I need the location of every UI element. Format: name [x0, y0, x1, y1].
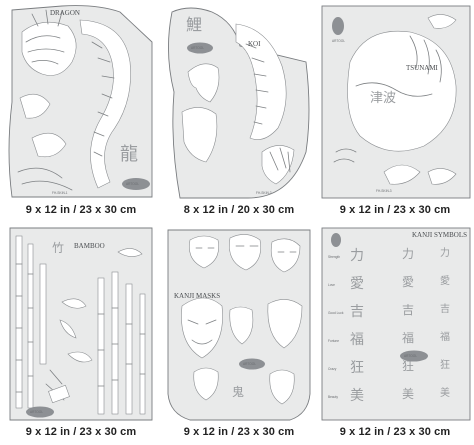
- bamboo-size-label: 9 x 12 in / 23 x 30 cm: [25, 426, 137, 438]
- kanji-word-crazy: Crazy: [328, 367, 337, 371]
- svg-text:美: 美: [350, 388, 364, 404]
- kanji-symbols-title-text: KANJI SYMBOLS: [412, 231, 467, 239]
- dragon-brand-logo: ARTOOL: [126, 182, 139, 186]
- svg-text:鬼: 鬼: [232, 384, 244, 399]
- stencil-card-tsunami: 津波 TSUNAMI ARTOOL FH-SKIN-3 9 x 12 in / …: [316, 2, 474, 223]
- svg-text:福: 福: [402, 330, 414, 345]
- svg-text:福: 福: [350, 332, 364, 348]
- svg-text:吉: 吉: [440, 303, 450, 315]
- bamboo-brand-logo: ARTOOL: [30, 410, 43, 414]
- stencil-card-kanji-symbols: KANJI SYMBOLS Strength 力 力 力 Love 愛 愛 愛 …: [316, 224, 474, 445]
- tsunami-stencil-image: 津波 TSUNAMI ARTOOL FH-SKIN-3: [321, 5, 471, 199]
- svg-text:美: 美: [402, 387, 414, 401]
- svg-text:狂: 狂: [402, 359, 414, 373]
- svg-text:福: 福: [440, 330, 450, 343]
- svg-text:津波: 津波: [370, 91, 396, 106]
- kanji-word-love: Love: [328, 283, 335, 287]
- kanji-masks-title-text: KANJI MASKS: [174, 292, 220, 300]
- svg-text:FH-SKIN-1: FH-SKIN-1: [52, 191, 68, 195]
- koi-brand-logo: ARTOOL: [191, 46, 204, 50]
- stencil-card-kanji-masks: 鬼 KANJI MASKS ARTOOL 9 x 12 in / 23 x 30…: [160, 224, 318, 445]
- stencil-card-dragon: DRAGON 龍 ARTOOL FH-SKIN-1 9 x 12 in / 23…: [2, 2, 160, 223]
- tsunami-title-text: TSUNAMI: [406, 64, 439, 72]
- svg-text:狂: 狂: [440, 359, 450, 371]
- tsunami-brand-logo: ARTOOL: [332, 39, 345, 43]
- svg-text:鯉: 鯉: [186, 15, 202, 34]
- svg-text:愛: 愛: [440, 274, 450, 287]
- svg-text:愛: 愛: [350, 276, 364, 292]
- kanji-masks-stencil-image: 鬼 KANJI MASKS ARTOOL: [167, 229, 311, 421]
- svg-text:竹: 竹: [52, 241, 64, 255]
- dragon-stencil-image: DRAGON 龍 ARTOOL FH-SKIN-1: [8, 5, 153, 198]
- svg-text:FH-SKIN-2: FH-SKIN-2: [256, 191, 272, 195]
- svg-text:力: 力: [440, 246, 450, 259]
- svg-text:吉: 吉: [350, 304, 364, 320]
- dragon-size-label: 9 x 12 in / 23 x 30 cm: [25, 204, 137, 216]
- svg-text:力: 力: [402, 247, 414, 261]
- kanji-word-beauty: Beauty: [328, 395, 338, 399]
- svg-text:吉: 吉: [402, 303, 414, 317]
- koi-title-text: KOI: [248, 40, 261, 48]
- svg-text:力: 力: [350, 248, 364, 264]
- kanji-symbols-stencil-image: KANJI SYMBOLS Strength 力 力 力 Love 愛 愛 愛 …: [321, 227, 471, 421]
- kanji-word-good-luck: Good Luck: [328, 311, 344, 315]
- svg-text:FH-SKIN-3: FH-SKIN-3: [376, 189, 392, 193]
- tsunami-size-label: 9 x 12 in / 23 x 30 cm: [339, 204, 451, 216]
- kanji-symbols-size-label: 9 x 12 in / 23 x 30 cm: [339, 426, 451, 438]
- svg-text:美: 美: [440, 386, 450, 399]
- koi-stencil-image: 鯉 KOI ARTOOL FH-SKIN-2: [168, 7, 310, 199]
- dragon-title-text: DRAGON: [50, 9, 80, 17]
- stencil-card-koi: 鯉 KOI ARTOOL FH-SKIN-2 8 x 12 in / 20 x …: [160, 2, 318, 223]
- svg-text:愛: 愛: [402, 275, 414, 289]
- kanji-masks-brand-logo: ARTOOL: [243, 362, 256, 366]
- svg-text:狂: 狂: [350, 360, 364, 376]
- kanji-word-strength: Strength: [328, 255, 340, 259]
- kanji-masks-size-label: 9 x 12 in / 23 x 30 cm: [183, 426, 295, 438]
- kanji-word-fortune: Fortune: [328, 339, 339, 343]
- stencil-card-bamboo: 竹 BAMBOO ARTOOL 9 x 12 in / 23 x 30 cm: [2, 224, 160, 445]
- svg-text:龍: 龍: [120, 144, 138, 165]
- koi-size-label: 8 x 12 in / 20 x 30 cm: [183, 204, 295, 216]
- bamboo-title-text: BAMBOO: [74, 242, 105, 250]
- kanji-symbols-brand-logo: ARTOOL: [404, 354, 417, 358]
- bamboo-stencil-image: 竹 BAMBOO ARTOOL: [9, 227, 153, 421]
